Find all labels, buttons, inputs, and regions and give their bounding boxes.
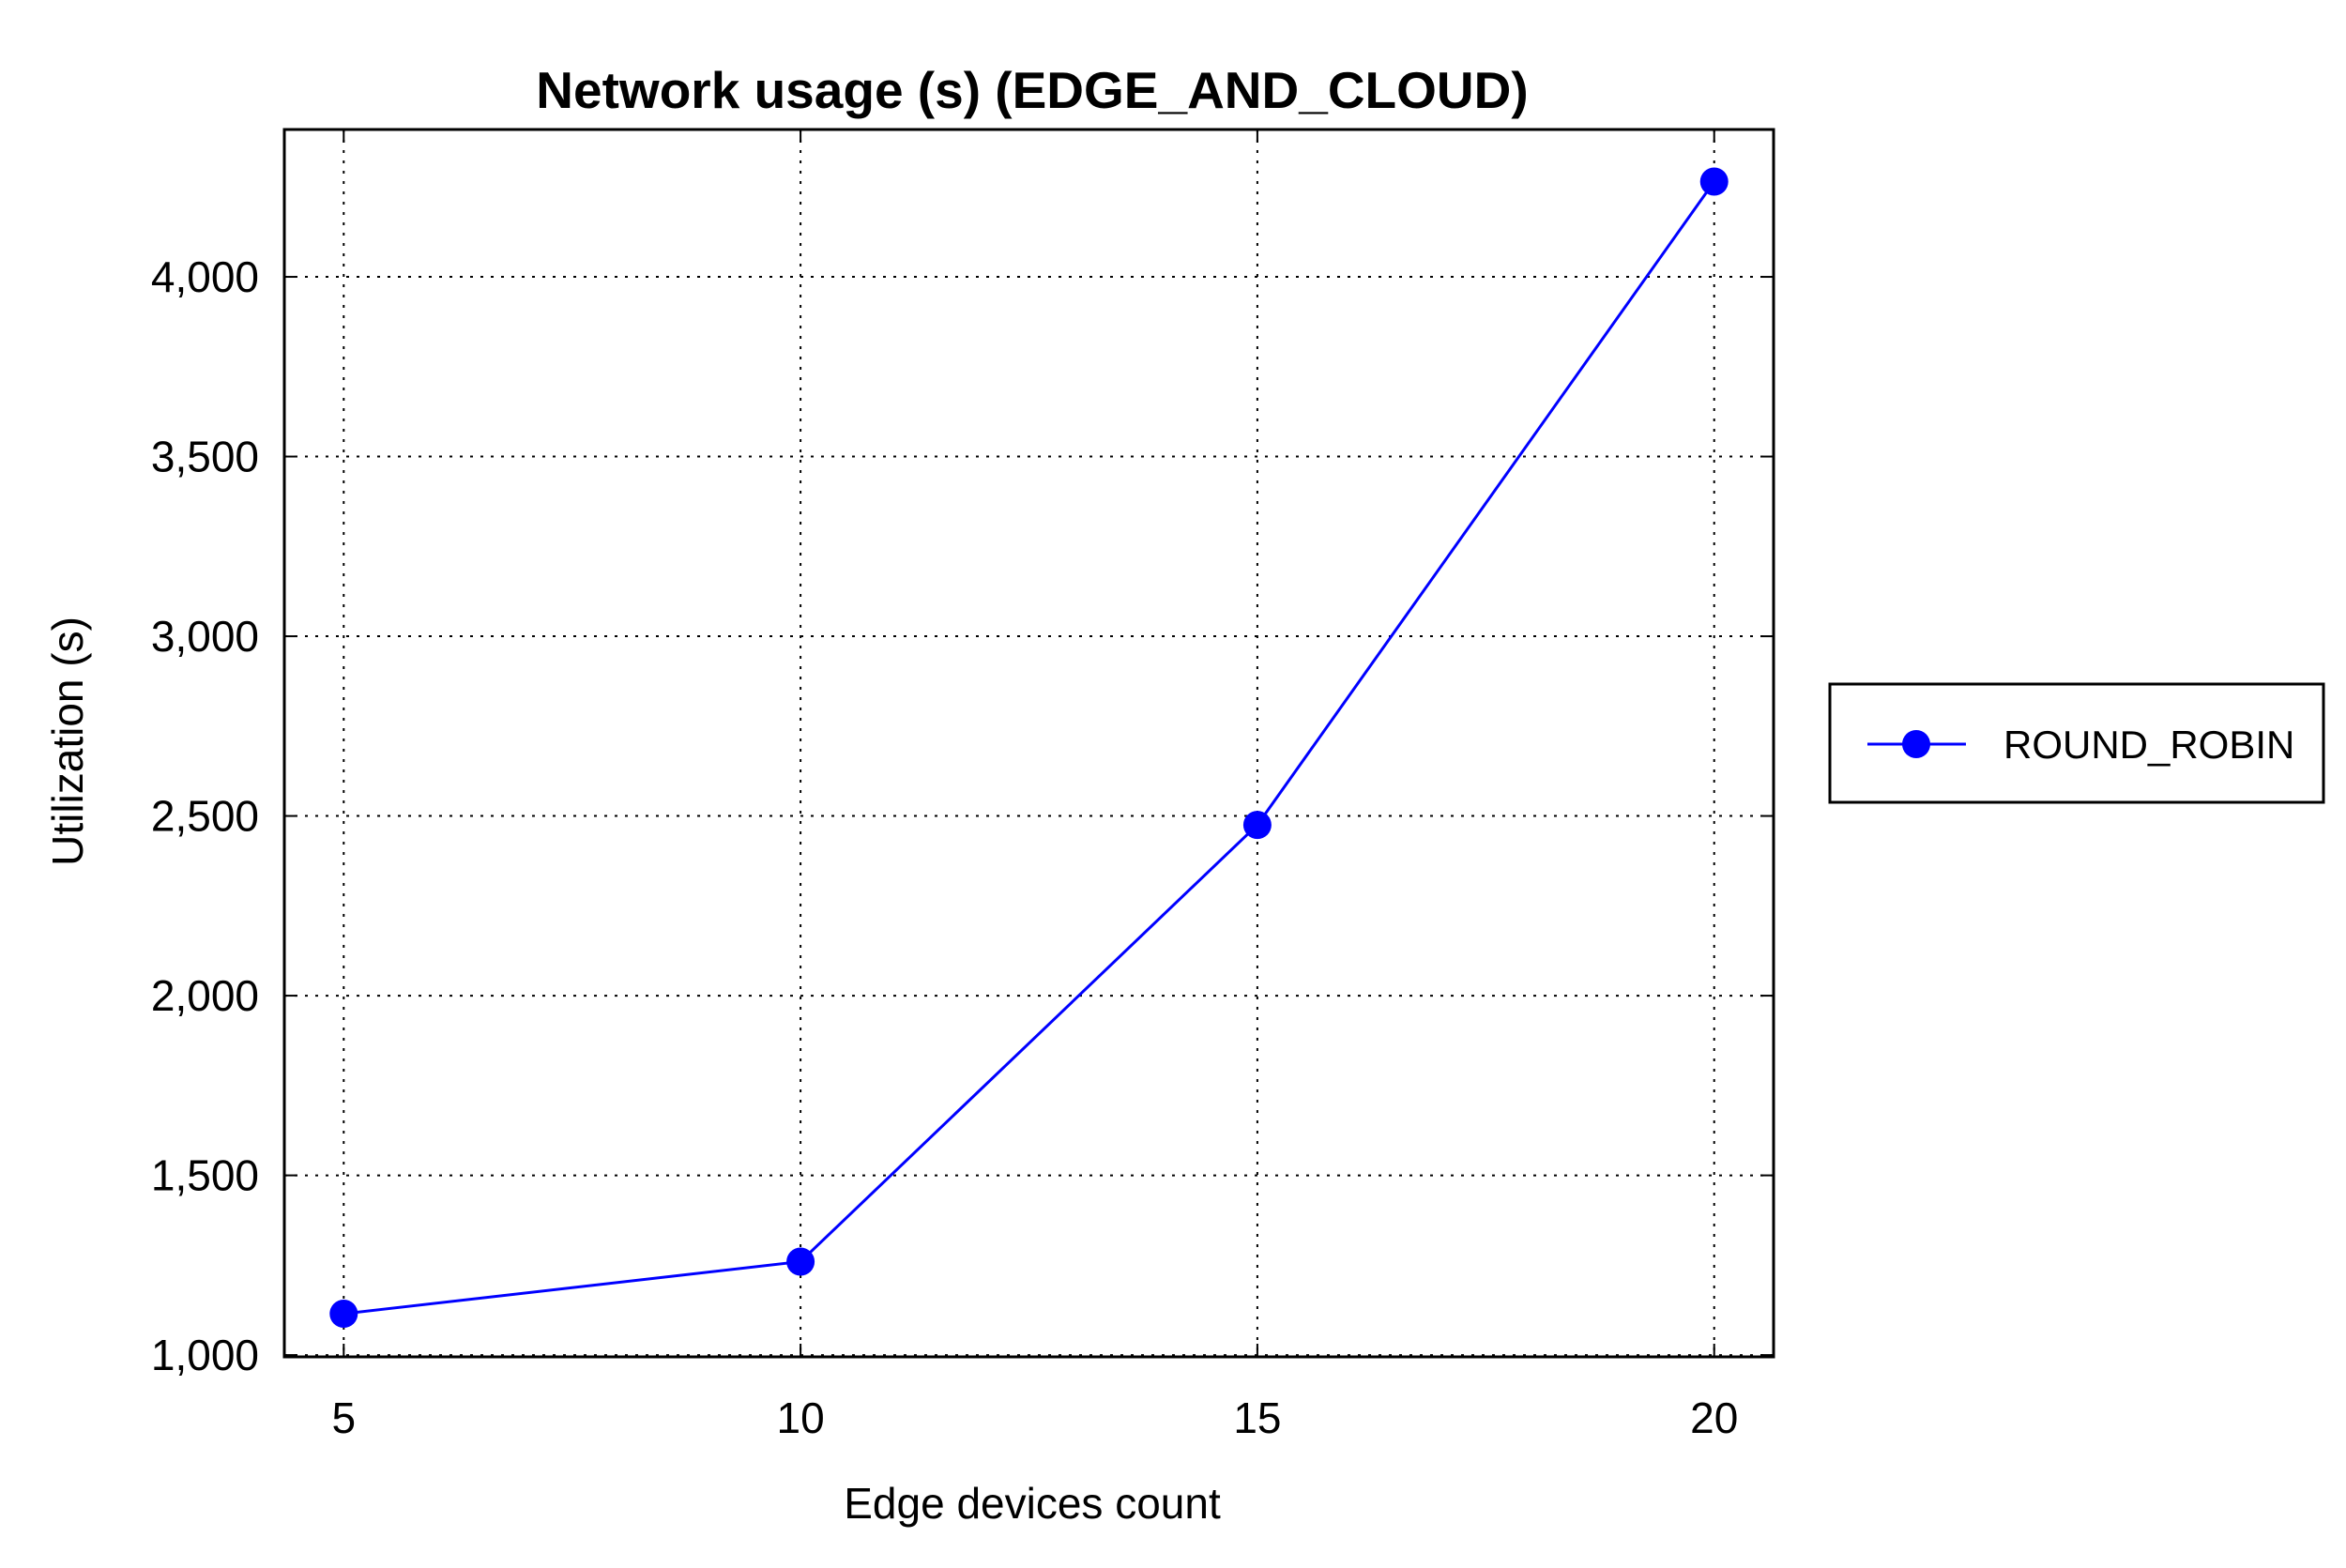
x-tick-label: 10	[777, 1393, 825, 1442]
data-point	[1699, 167, 1729, 196]
data-point	[1242, 811, 1272, 840]
grid	[284, 129, 1774, 1357]
x-tick-label: 15	[1233, 1393, 1281, 1442]
x-axis-ticks: 5 10 15 20	[331, 129, 1738, 1442]
legend-label-round-robin: ROUND_ROBIN	[2003, 723, 2294, 767]
legend: ROUND_ROBIN	[1828, 682, 2325, 804]
plot-series	[329, 167, 1729, 1329]
data-point	[786, 1247, 815, 1276]
legend-marker-round-robin	[1902, 730, 1930, 758]
y-tick-label: 3,000	[151, 612, 259, 661]
series-line-round-robin	[343, 180, 1715, 1316]
x-tick-label: 5	[331, 1393, 356, 1442]
plot-frame	[282, 128, 1775, 1359]
y-tick-label: 4,000	[151, 252, 259, 301]
chart-title: Network usage (s) (EDGE_AND_CLOUD)	[536, 61, 1528, 119]
y-axis-label: Utilization (s)	[43, 617, 92, 866]
y-tick-label: 2,500	[151, 792, 259, 841]
y-axis-ticks: 1,000 1,500 2,000 2,500 3,000 3,500 4,000	[151, 252, 1774, 1379]
y-tick-label: 1,500	[151, 1151, 259, 1200]
y-tick-label: 2,000	[151, 971, 259, 1020]
data-point	[329, 1300, 358, 1329]
x-axis-label: Edge devices count	[844, 1479, 1221, 1528]
y-tick-label: 3,500	[151, 433, 259, 481]
x-tick-label: 20	[1690, 1393, 1738, 1442]
y-tick-label: 1,000	[151, 1331, 259, 1379]
